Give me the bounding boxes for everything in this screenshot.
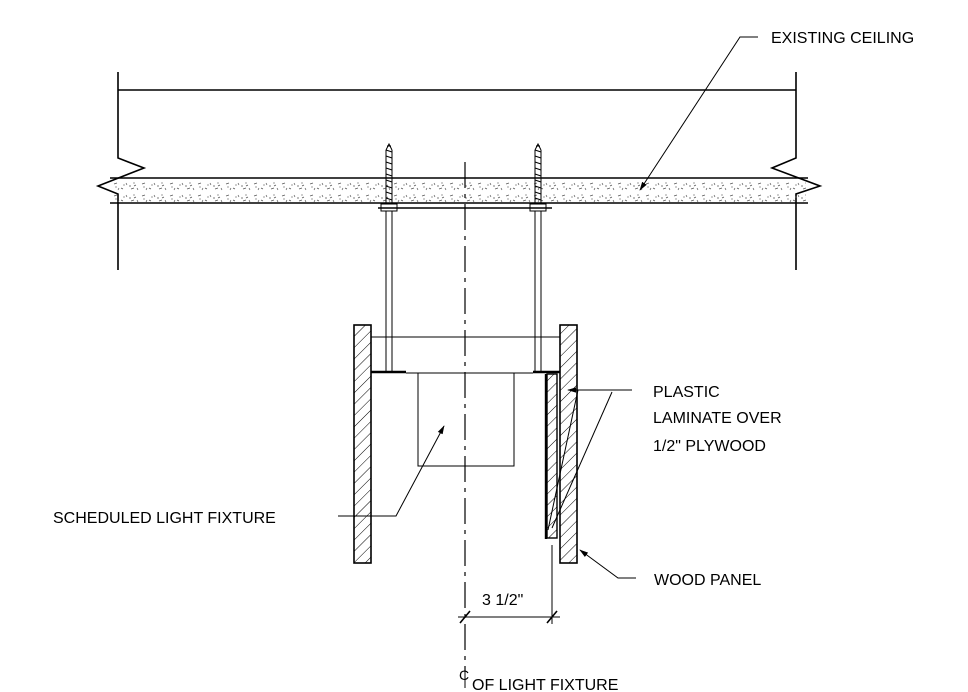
- anchor-right: [529, 142, 547, 372]
- centerline-symbol: C: [459, 667, 469, 683]
- callout-existing-ceiling: EXISTING CEILING: [639, 30, 914, 191]
- existing-ceiling-label: EXISTING CEILING: [771, 30, 914, 47]
- left-break-line: [95, 72, 147, 270]
- ceiling-board-fill: [112, 178, 806, 203]
- wood-panel-label: WOOD PANEL: [654, 572, 761, 589]
- anchor-left: [380, 142, 398, 372]
- plastic-laminate-label-2: LAMINATE OVER: [653, 410, 782, 427]
- dimension-label: 3 1/2": [482, 592, 523, 609]
- light-fixture-box: [417, 372, 515, 467]
- plastic-laminate-label-1: PLASTIC: [653, 384, 720, 401]
- centerline-label: OF LIGHT FIXTURE: [472, 677, 618, 692]
- right-break-line: [769, 72, 823, 270]
- centerline-callout: C OF LIGHT FIXTURE: [459, 666, 618, 692]
- wood-panel-left: [353, 324, 372, 564]
- existing-ceiling: [95, 72, 823, 270]
- scheduled-light-fixture-label: SCHEDULED LIGHT FIXTURE: [53, 510, 276, 527]
- callout-scheduled-light-fixture: SCHEDULED LIGHT FIXTURE: [53, 425, 445, 527]
- callout-wood-panel: WOOD PANEL: [579, 549, 761, 589]
- dimension-3-1-2: 3 1/2": [458, 545, 560, 624]
- plastic-laminate-label-3: 1/2" PLYWOOD: [653, 438, 766, 455]
- wood-panel-right: [559, 324, 578, 564]
- callout-plastic-laminate: PLASTIC LAMINATE OVER 1/2" PLYWOOD: [547, 384, 782, 531]
